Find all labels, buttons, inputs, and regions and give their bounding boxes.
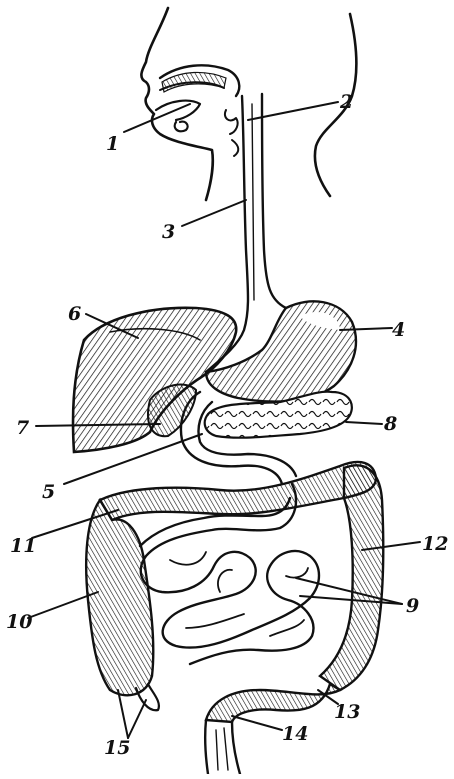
label-8: 8 xyxy=(383,413,397,435)
nasal-cavity xyxy=(160,65,239,96)
label-1: 1 xyxy=(106,133,119,155)
label-3: 3 xyxy=(162,221,175,243)
label-10: 10 xyxy=(6,611,32,633)
label-12: 12 xyxy=(422,533,448,555)
sigmoid-colon xyxy=(206,684,340,722)
label-14: 14 xyxy=(282,723,308,745)
label-5: 5 xyxy=(42,481,55,503)
label-13: 13 xyxy=(334,701,360,723)
label-9: 9 xyxy=(406,595,419,617)
label-11: 11 xyxy=(10,535,36,557)
label-2: 2 xyxy=(339,91,353,113)
ascending-colon xyxy=(86,500,153,695)
label-4: 4 xyxy=(392,319,405,341)
transverse-colon xyxy=(100,462,376,520)
label-6: 6 xyxy=(68,303,81,325)
rectum xyxy=(205,720,240,774)
label-15: 15 xyxy=(104,737,130,759)
label-7: 7 xyxy=(16,417,29,439)
